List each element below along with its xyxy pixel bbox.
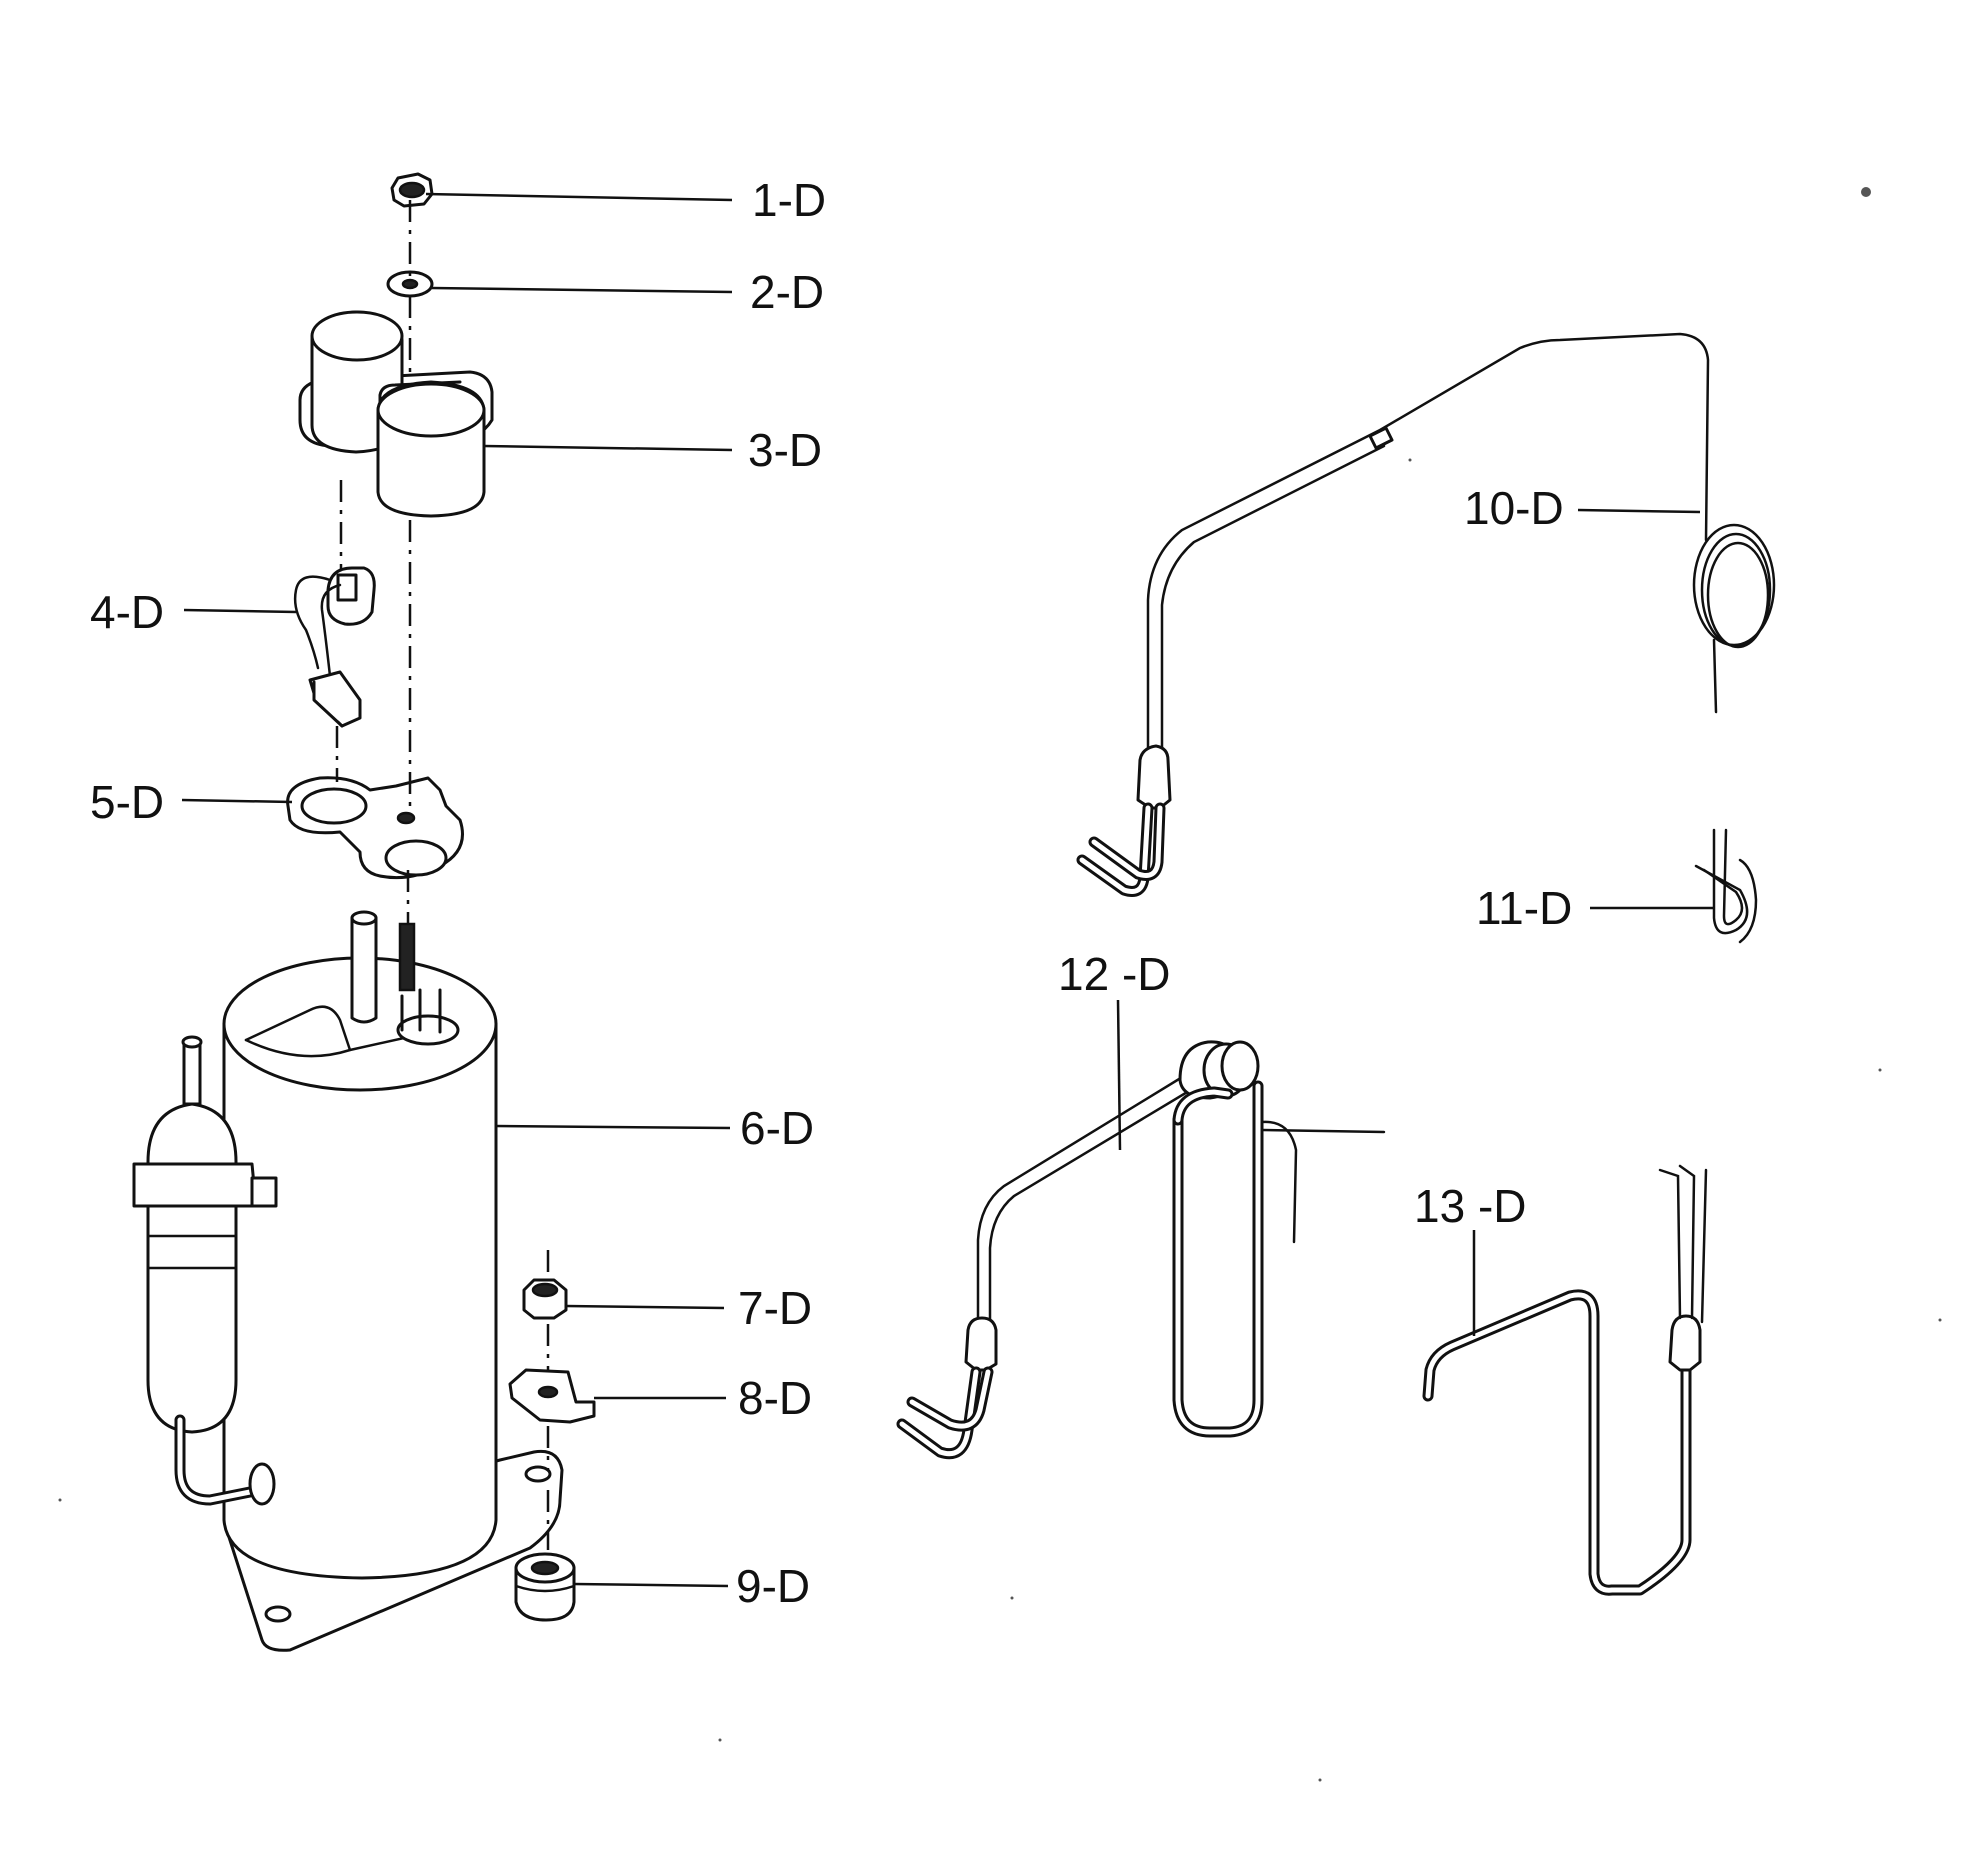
part-8-square-washer	[508, 1368, 596, 1424]
callout-labels: 1-D 2-D 3-D 4-D 5-D 6-D 7-D 8-D 9-D 10-D…	[90, 174, 1572, 1612]
part-3-terminal-cover	[298, 310, 494, 518]
part-10-capillary-tube	[1076, 332, 1776, 897]
label-13-d: 13 -D	[1414, 1180, 1526, 1232]
scan-specks	[58, 187, 1942, 1782]
label-6-d: 6-D	[740, 1102, 814, 1154]
label-9-d: 9-D	[736, 1560, 810, 1612]
part-1-cap-nut	[390, 172, 434, 208]
label-2-d: 2-D	[750, 266, 824, 318]
label-5-d: 5-D	[90, 776, 164, 828]
label-7-d: 7-D	[738, 1282, 812, 1334]
part-9-grommet	[514, 1552, 576, 1622]
label-12-d: 12 -D	[1058, 948, 1170, 1000]
label-3-d: 3-D	[748, 424, 822, 476]
part-5-bracket-plate	[286, 776, 464, 880]
part-13-bent-tube	[1422, 1164, 1708, 1596]
part-11-clip	[1694, 828, 1758, 944]
label-1-d: 1-D	[752, 174, 826, 226]
part-7-nut	[522, 1278, 568, 1320]
label-10-d: 10-D	[1464, 482, 1564, 534]
label-11-d: 11-D	[1476, 882, 1572, 934]
part-6-compressor	[222, 910, 564, 1652]
accumulator	[132, 1035, 278, 1506]
part-4-overload-protector	[293, 566, 376, 728]
assembly-axis-lines	[335, 200, 550, 1550]
label-8-d: 8-D	[738, 1372, 812, 1424]
label-4-d: 4-D	[90, 586, 164, 638]
leader-lines	[181, 192, 1714, 1588]
part-12-capillary-loop	[896, 1040, 1386, 1460]
